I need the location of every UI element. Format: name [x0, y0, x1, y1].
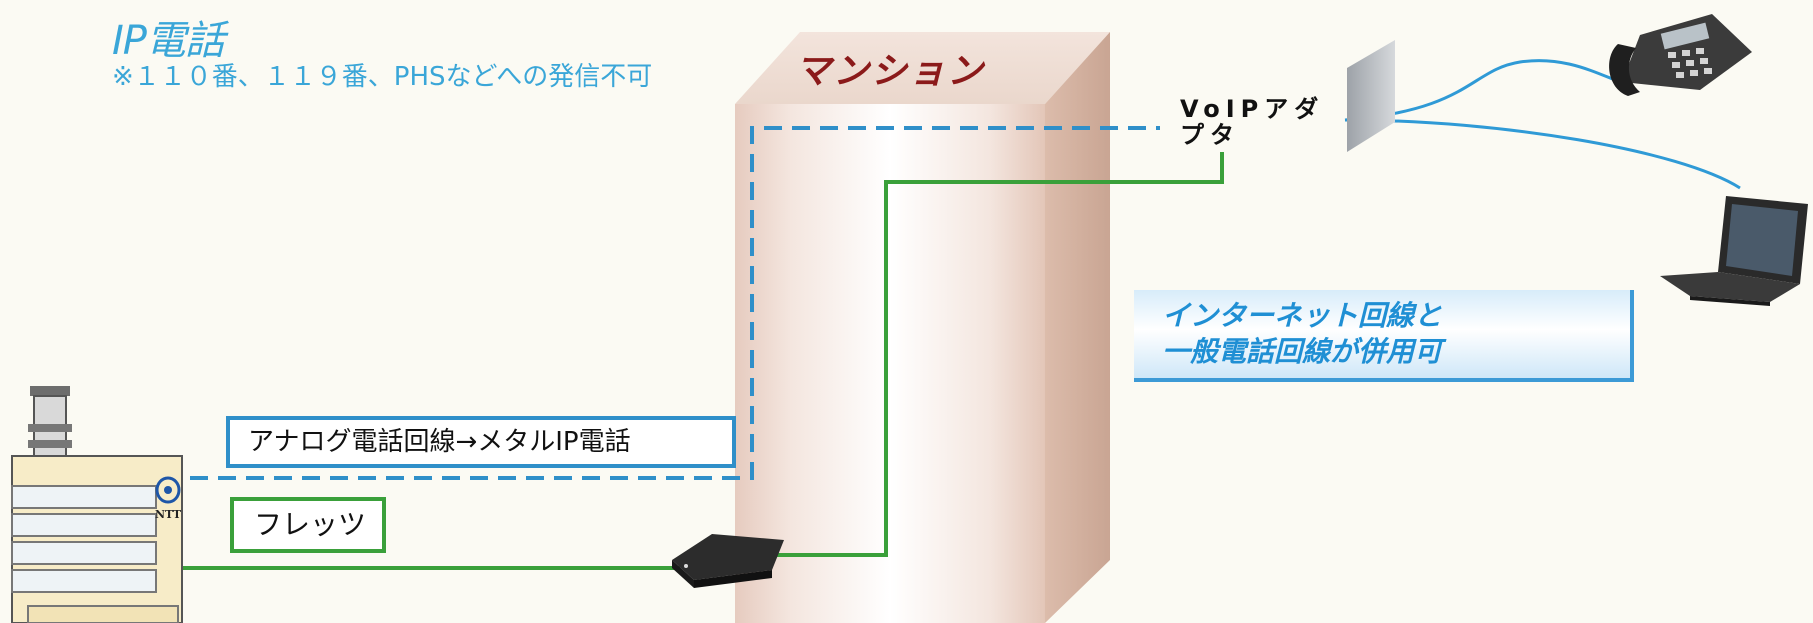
- laptop-icon: [1660, 196, 1808, 306]
- building-top-face: [735, 32, 1110, 104]
- building-front-face: [735, 104, 1045, 623]
- wall-panel-icon: [1347, 40, 1395, 152]
- desk-phone-icon: [1609, 14, 1752, 96]
- ip-phone-line: [190, 126, 1160, 480]
- mansion-building: [735, 32, 1110, 623]
- feature-callout-line2: 一般電話回線が併用可: [1162, 335, 1443, 368]
- voip-adapter-label: VoIPアダプタ: [1180, 95, 1325, 149]
- lan-cables: [1344, 59, 1741, 190]
- page-subtitle: ※１１０番、１１９番、PHSなどへの発信不可: [112, 62, 653, 92]
- flets-line: [182, 152, 1224, 570]
- building-side-face: [1045, 32, 1110, 623]
- ntt-exchange-building-icon: NTT: [11, 386, 183, 623]
- building-label: マンション: [795, 51, 986, 92]
- analog-line-label-box: アナログ電話回線→メタルIP電話: [226, 416, 736, 468]
- ntt-logo-icon: [155, 476, 181, 504]
- flets-label-box: フレッツ: [230, 497, 386, 553]
- router-icon: [672, 534, 784, 588]
- feature-callout: インターネット回線と 一般電話回線が併用可: [1134, 290, 1634, 382]
- feature-callout-line1: インターネット回線と: [1162, 299, 1443, 332]
- ntt-label: NTT: [155, 508, 182, 521]
- page-title: IP電話: [112, 18, 225, 64]
